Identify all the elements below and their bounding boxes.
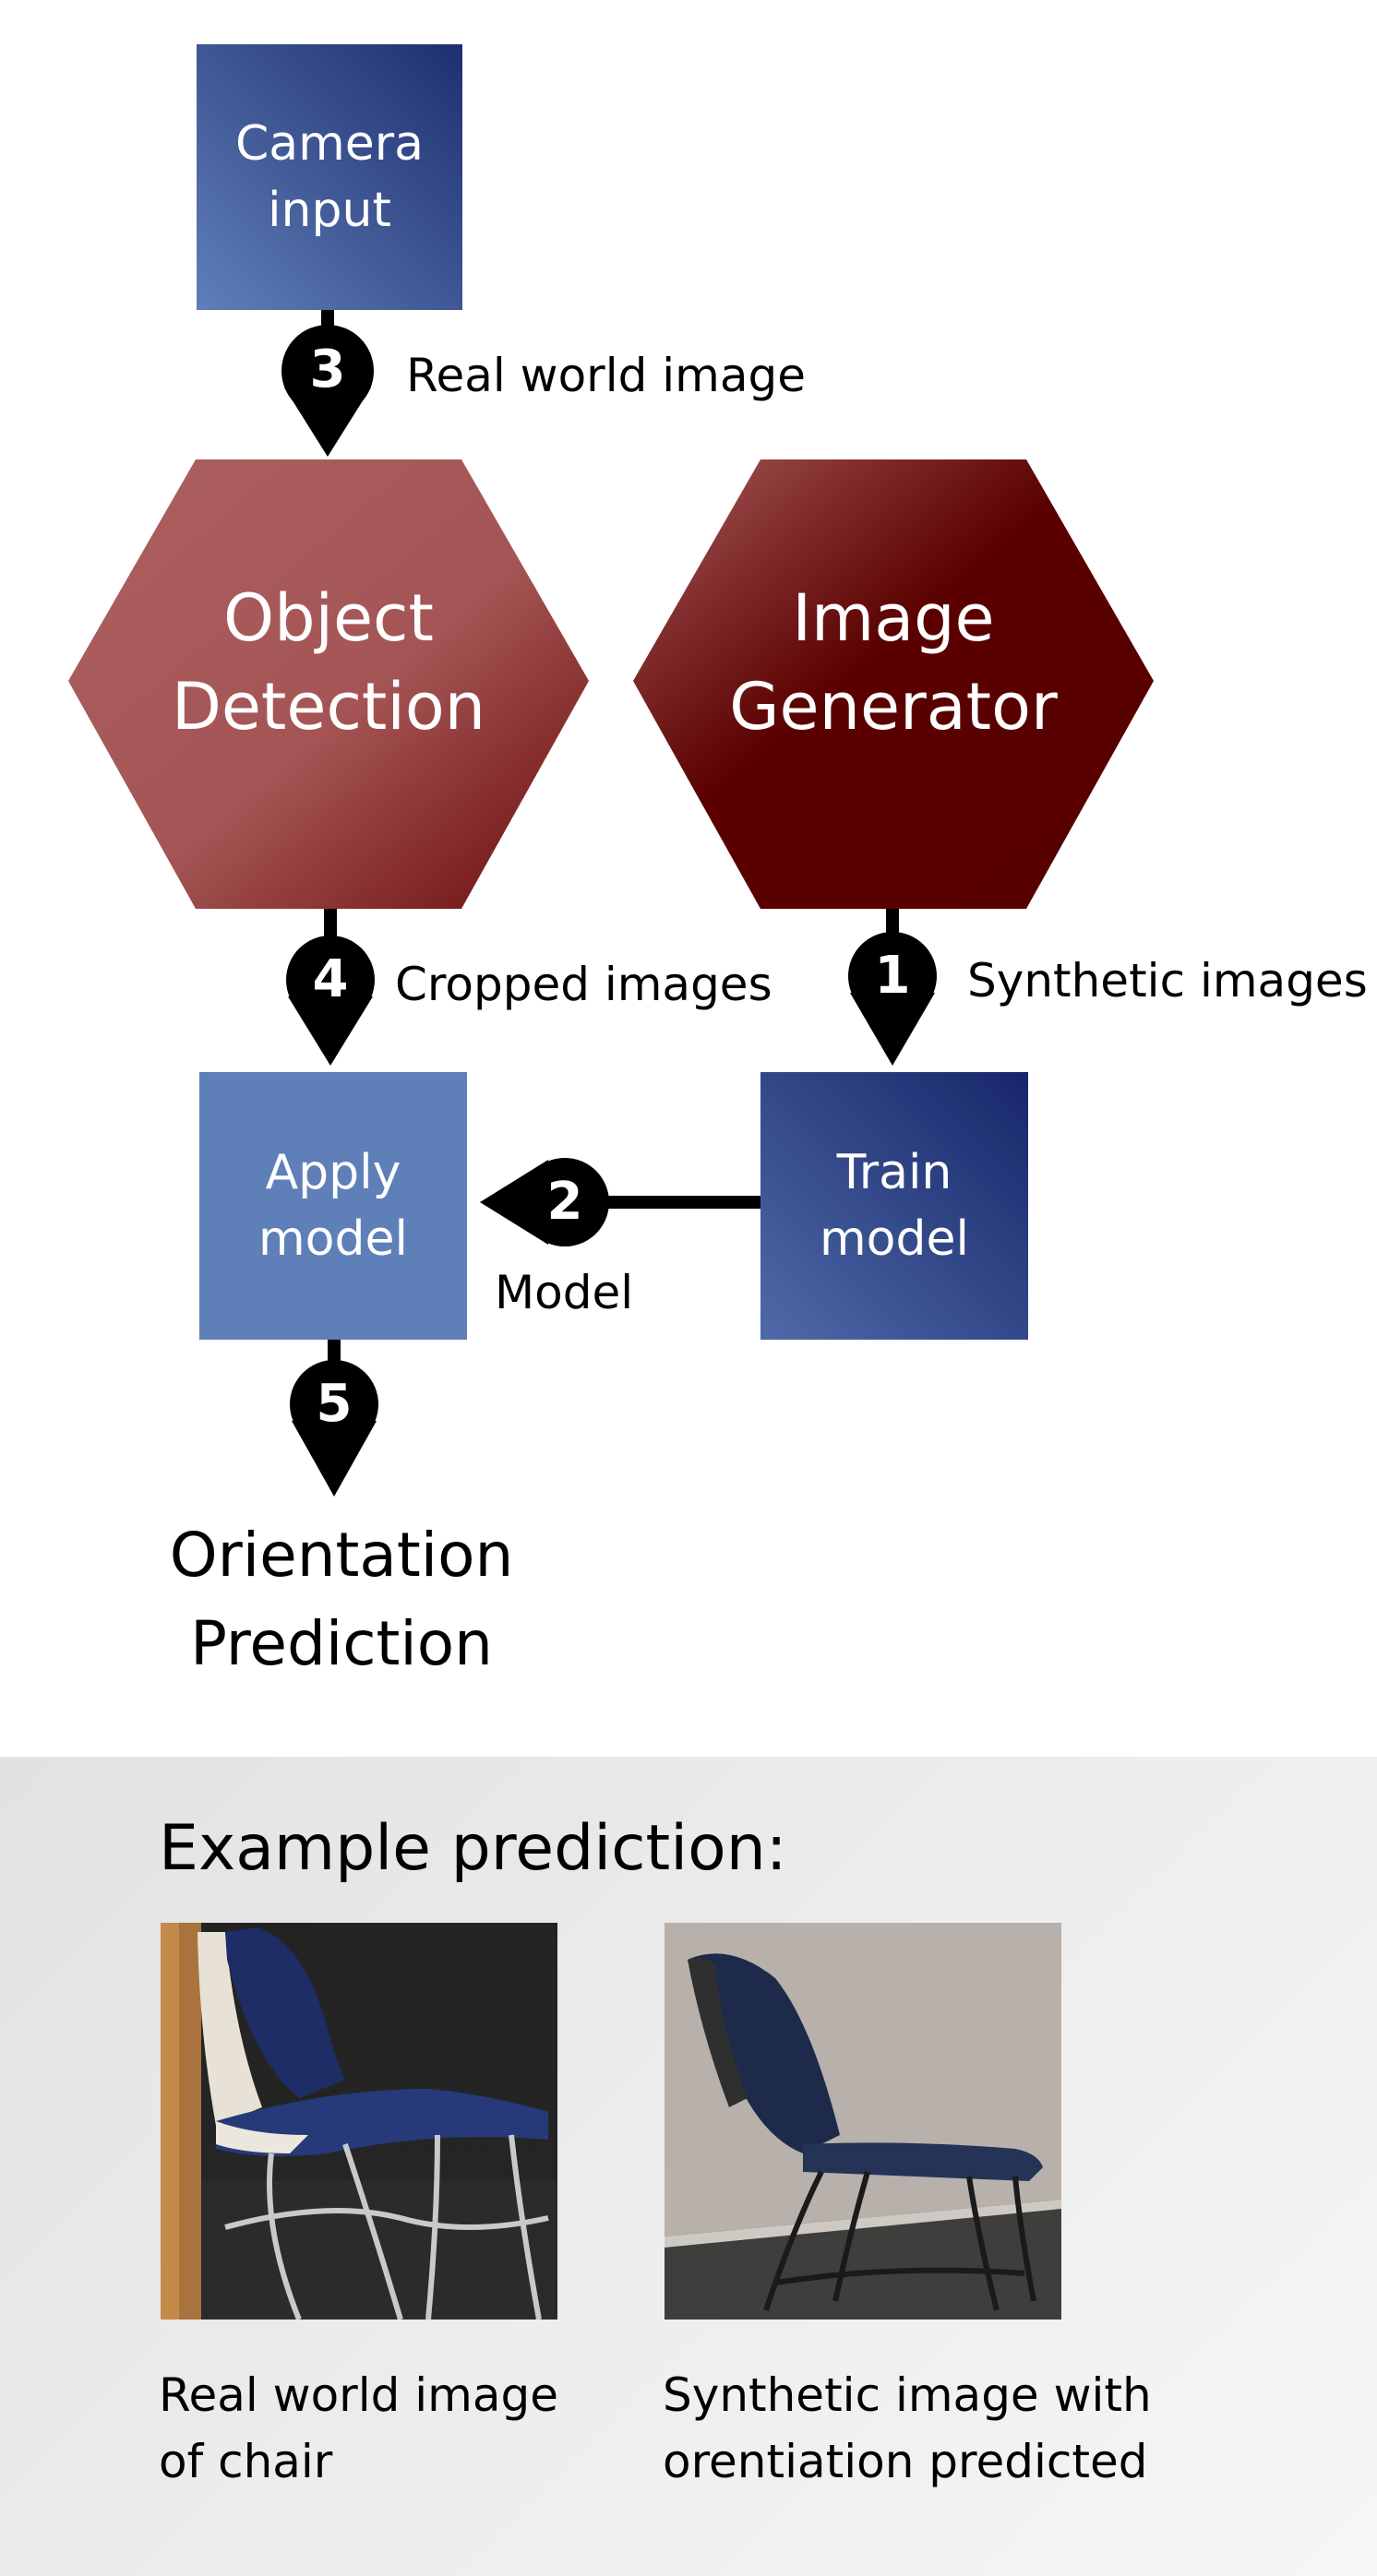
object-detection-label: Object Detection xyxy=(171,580,486,745)
apply-model-box xyxy=(199,1072,467,1340)
step-3-marker xyxy=(281,325,374,457)
object-detection-hexagon xyxy=(68,459,589,909)
edge-line-2 xyxy=(591,1196,762,1209)
step-1-number: 1 xyxy=(874,946,911,1006)
synthetic-image-caption: Synthetic image with orentiation predict… xyxy=(663,2368,1152,2488)
camera-input-box xyxy=(197,44,462,310)
image-generator-hexagon xyxy=(633,459,1154,909)
step-4-marker xyxy=(286,936,375,1066)
synthetic-images-label: Synthetic images xyxy=(967,954,1368,1008)
train-model-box xyxy=(760,1072,1028,1340)
example-title: Example prediction: xyxy=(159,1812,787,1885)
step-3-number: 3 xyxy=(309,340,346,400)
diagram-shapes xyxy=(68,44,1154,1497)
step-5-number: 5 xyxy=(316,1374,353,1434)
real-chair-image xyxy=(161,1923,557,2320)
camera-input-label: Camera input xyxy=(234,116,425,238)
image-generator-label: Image Generator xyxy=(729,580,1058,745)
pipeline-diagram: Camera input Object Detection Image Gene… xyxy=(68,44,1368,1679)
real-world-image-label: Real world image xyxy=(406,349,806,402)
real-image-caption: Real world image of chair xyxy=(159,2368,558,2488)
cropped-images-label: Cropped images xyxy=(395,958,772,1011)
apply-model-label: Apply model xyxy=(258,1145,408,1267)
step-1-marker xyxy=(848,932,937,1066)
train-model-label: Train model xyxy=(820,1145,969,1267)
step-2-number: 2 xyxy=(546,1172,583,1232)
model-label: Model xyxy=(495,1266,634,1319)
step-5-marker xyxy=(290,1360,378,1497)
synthetic-chair-image xyxy=(665,1923,1061,2320)
example-prediction-panel: Example prediction: xyxy=(0,1757,1377,2576)
step-2-marker xyxy=(480,1158,609,1246)
orientation-prediction-label: Orientation Prediction xyxy=(169,1520,514,1679)
step-4-number: 4 xyxy=(312,949,349,1009)
